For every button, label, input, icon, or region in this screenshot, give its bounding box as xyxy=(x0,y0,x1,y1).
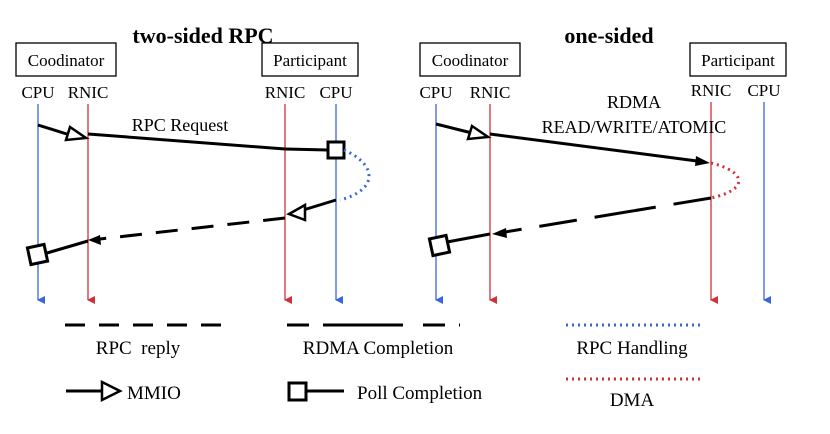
right-mmio-arrow xyxy=(435,122,492,141)
right-completion-rnic-to-cpu xyxy=(446,232,491,244)
legend-mmio-label: MMIO xyxy=(127,383,181,404)
right-participant-label: Participant xyxy=(701,51,775,70)
left-poll-square-participant xyxy=(326,140,346,160)
right-part-rnic-label: RNIC xyxy=(691,81,732,100)
title-two-sided-rpc: two-sided RPC xyxy=(132,23,273,48)
left-coord-cpu-label: CPU xyxy=(21,83,54,102)
legend-poll-completion-swatch xyxy=(287,381,344,402)
legend-rpc-handling-label: RPC Handling xyxy=(576,338,688,359)
right-coord-cpu-label: CPU xyxy=(419,83,452,102)
left-participant-label: Participant xyxy=(273,51,347,70)
left-rnic-to-cpu xyxy=(284,147,329,152)
right-coord-rnic-label: RNIC xyxy=(470,83,511,102)
right-participant-box xyxy=(689,42,787,77)
rpc-handling-curve xyxy=(339,148,371,202)
left-participant-box xyxy=(261,42,359,77)
left-poll-square-coordinator xyxy=(25,242,50,267)
rdma-label-2: READ/WRITE/ATOMIC xyxy=(542,117,727,137)
legend-rdma-completion-label: RDMA Completion xyxy=(303,338,454,359)
left-part-cpu-label: CPU xyxy=(319,83,352,102)
right-part-cpu-label: CPU xyxy=(747,81,780,100)
left-coordinator-label: Coodinator xyxy=(28,51,105,70)
rdma-completion-line xyxy=(504,196,712,234)
title-one-sided: one-sided xyxy=(564,23,653,48)
left-part-rnic-label: RNIC xyxy=(265,83,306,102)
legend-rpc-reply-label: RPC reply xyxy=(96,338,181,359)
left-coord-rnic-label: RNIC xyxy=(68,83,109,102)
legend-mmio-swatch xyxy=(66,379,123,403)
left-reply-rnic-to-cpu xyxy=(46,239,89,255)
rpc-request-arrow xyxy=(87,132,286,151)
legend-poll-completion-label: Poll Completion xyxy=(357,383,483,404)
dma-curve xyxy=(710,161,741,200)
rdma-request-line xyxy=(489,132,698,163)
right-coordinator-box xyxy=(419,42,521,77)
right-poll-square-coordinator xyxy=(427,233,452,258)
left-reply-mmio-head xyxy=(286,202,307,222)
left-mmio-arrow xyxy=(37,123,90,142)
legend-dma-label: DMA xyxy=(610,390,655,411)
rdma-request-arrowhead xyxy=(695,156,710,166)
left-coordinator-box xyxy=(15,42,117,77)
right-coordinator-label: Coodinator xyxy=(432,51,509,70)
rdma-completion-arrowhead xyxy=(492,228,507,238)
rpc-request-label: RPC Request xyxy=(132,115,229,135)
rpc-reply-dashed xyxy=(99,216,286,241)
rdma-label-1: RDMA xyxy=(607,92,661,112)
rpc-reply-arrowhead xyxy=(88,235,101,245)
